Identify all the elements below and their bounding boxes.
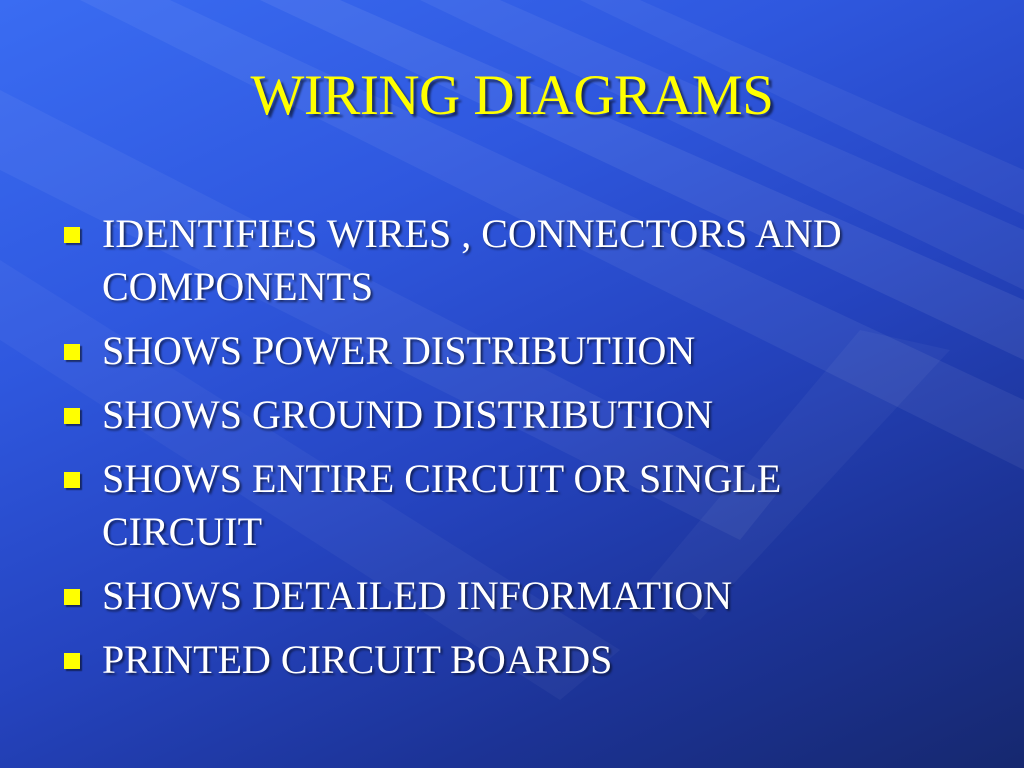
square-bullet-icon <box>64 589 80 605</box>
bullet-list: IDENTIFIES WIRES , CONNECTORS AND COMPON… <box>62 207 942 697</box>
list-item-text: SHOWS DETAILED INFORMATION <box>102 573 733 618</box>
square-bullet-icon <box>64 653 80 669</box>
slide-title: WIRING DIAGRAMS <box>250 64 774 127</box>
square-bullet-icon <box>64 344 80 360</box>
list-item-text: SHOWS ENTIRE CIRCUIT OR SINGLE CIRCUIT <box>102 456 782 554</box>
list-item: SHOWS ENTIRE CIRCUIT OR SINGLE CIRCUIT <box>62 452 942 558</box>
list-item: SHOWS POWER DISTRIBUTIION <box>62 324 942 377</box>
square-bullet-icon <box>64 408 80 424</box>
list-item-text: PRINTED CIRCUIT BOARDS <box>102 637 613 682</box>
list-item: PRINTED CIRCUIT BOARDS <box>62 633 942 686</box>
list-item-text: SHOWS GROUND DISTRIBUTION <box>102 392 714 437</box>
list-item: SHOWS GROUND DISTRIBUTION <box>62 388 942 441</box>
square-bullet-icon <box>64 472 80 488</box>
square-bullet-icon <box>64 227 80 243</box>
list-item: IDENTIFIES WIRES , CONNECTORS AND COMPON… <box>62 207 942 313</box>
list-item-text: IDENTIFIES WIRES , CONNECTORS AND COMPON… <box>102 211 842 309</box>
list-item: SHOWS DETAILED INFORMATION <box>62 569 942 622</box>
list-item-text: SHOWS POWER DISTRIBUTIION <box>102 328 696 373</box>
